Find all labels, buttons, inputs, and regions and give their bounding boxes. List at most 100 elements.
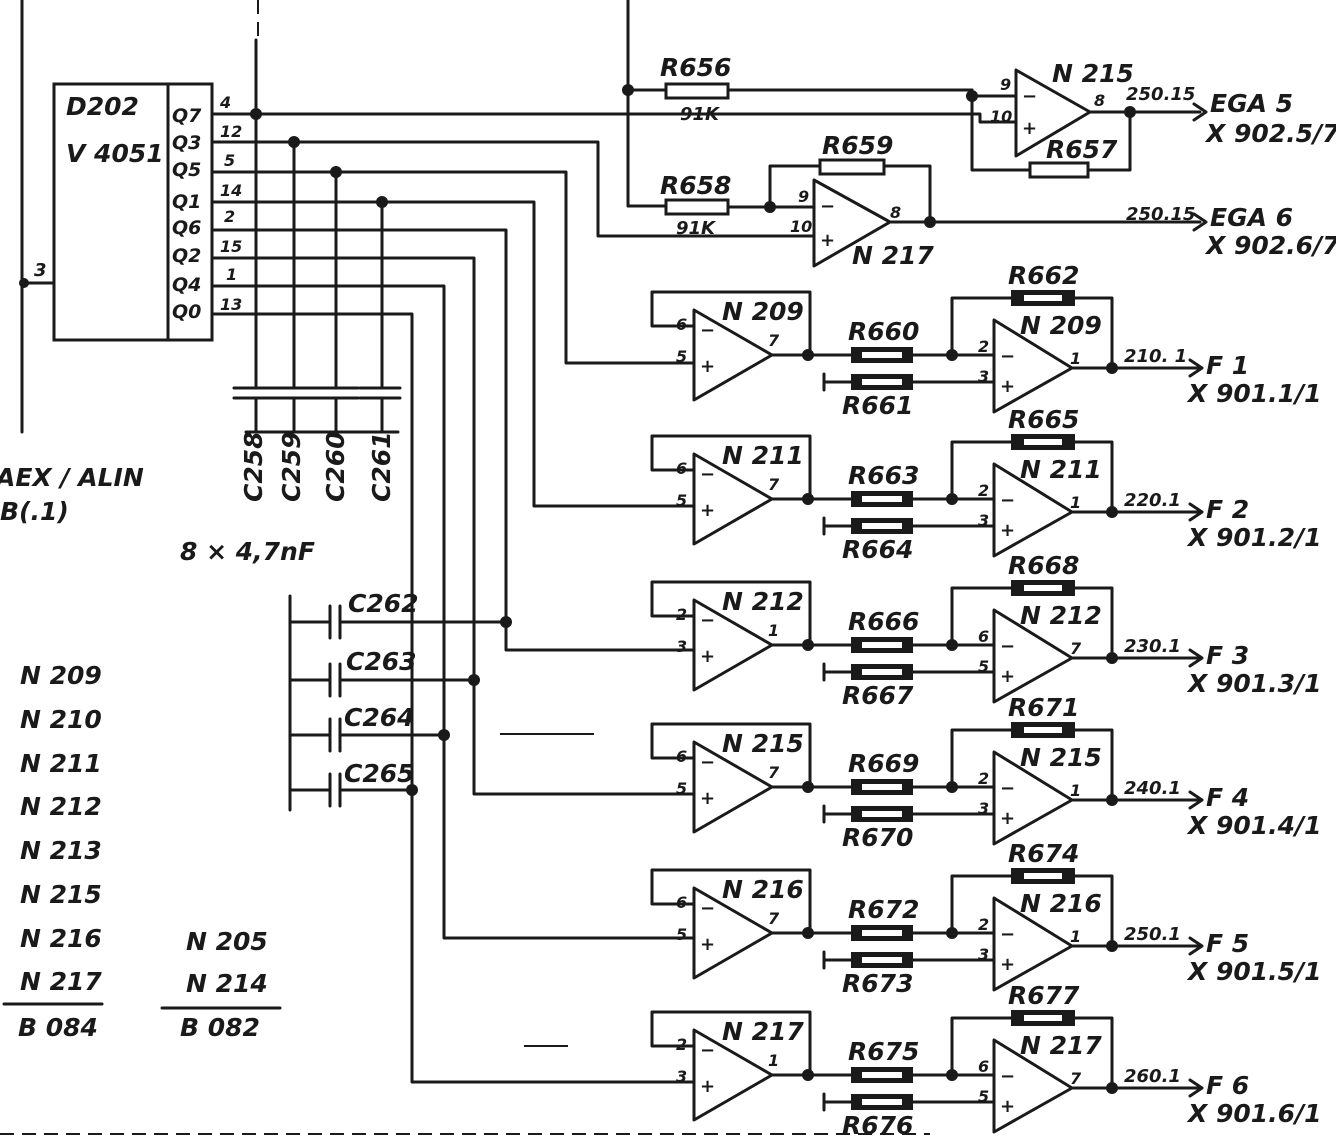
- hold-capacitors: C258 C259 C260 C261 8 × 4,7nF: [180, 112, 402, 566]
- ground-resistor-label: R667: [842, 681, 914, 710]
- buffer-label: N 209: [722, 297, 804, 326]
- legend-n211: N 211: [20, 749, 102, 778]
- buffer-pos-pin: 5: [676, 347, 687, 366]
- output-net-label: 250.1: [1124, 924, 1181, 945]
- junction-dot: [802, 639, 814, 651]
- junction-dot: [802, 349, 814, 361]
- n217-top-pos-pin: 10: [790, 217, 812, 236]
- legend-b084: B 084: [18, 1013, 98, 1042]
- buffer-out-pin: 7: [768, 909, 780, 928]
- buffer-pos-pin: 3: [676, 1067, 687, 1086]
- legend-b082: B 082: [180, 1013, 260, 1042]
- connector-label: X 901.3/1: [1186, 669, 1322, 698]
- series-resistor-label: R660: [848, 317, 919, 346]
- buffer-out-pin: 7: [768, 475, 780, 494]
- buffer-out-pin: 7: [768, 331, 780, 350]
- amplifier-opamp: [992, 1038, 1074, 1134]
- d202-outputs: Q7 Q3 Q5 Q1 Q6 Q2 Q4 Q0 4 12 5 14 2 15 1…: [172, 38, 1018, 1084]
- input-net-label: AEX / ALIN: [0, 463, 144, 492]
- q4-pin: 1: [226, 265, 237, 284]
- output-label: F 4: [1206, 783, 1249, 812]
- output-label: F 2: [1206, 495, 1249, 524]
- connector-label: X 901.4/1: [1186, 811, 1322, 840]
- output-net-label: 230.1: [1124, 636, 1181, 657]
- junction-dot: [802, 493, 814, 505]
- q4-label: Q4: [172, 274, 201, 296]
- feedback-resistor-label: R662: [1008, 261, 1079, 290]
- svg-text:−: −: [1000, 490, 1015, 511]
- c259-label: C259: [277, 431, 306, 502]
- amp-out-pin: 1: [1070, 349, 1081, 368]
- q1-label: Q1: [172, 191, 201, 213]
- buffer-label: N 216: [722, 875, 804, 904]
- junction-dot: [802, 927, 814, 939]
- q6-label: Q6: [172, 217, 201, 239]
- svg-text:+: +: [700, 1076, 715, 1097]
- q7-label: Q7: [172, 105, 202, 127]
- svg-text:−: −: [1000, 1066, 1015, 1087]
- output-label: F 1: [1206, 351, 1249, 380]
- buffer-neg-pin: 6: [676, 747, 687, 766]
- input-net-ref: B(.1): [0, 497, 69, 526]
- q6-pin: 2: [224, 207, 235, 226]
- svg-text:−: −: [1000, 346, 1015, 367]
- amp-out-pin: 1: [1070, 781, 1081, 800]
- svg-text:+: +: [1022, 118, 1037, 139]
- amp-out-pin: 1: [1070, 493, 1081, 512]
- buffer-opamp: [692, 308, 774, 402]
- q3-pin: 12: [220, 122, 242, 141]
- series-resistor-label: R669: [848, 749, 919, 778]
- n217-top-out-pin: 8: [890, 203, 901, 222]
- svg-text:−: −: [1000, 778, 1015, 799]
- svg-text:+: +: [700, 500, 715, 521]
- junction-dot: [1106, 794, 1118, 806]
- junction-dot: [1106, 940, 1118, 952]
- buffer-neg-pin: 6: [676, 315, 687, 334]
- feedback-resistor-label: R674: [1008, 839, 1079, 868]
- top-stages: R656 91K − + 9 10 8 N 215 R657 250.15 EG…: [622, 0, 1336, 270]
- ground-resistor-label: R676: [842, 1111, 913, 1140]
- amp-pos-pin: 3: [978, 511, 989, 530]
- x902-5-label: X 902.5/7: [1204, 119, 1336, 148]
- buffer-neg-pin: 6: [676, 893, 687, 912]
- output-label: F 5: [1206, 929, 1249, 958]
- junction-dot: [1106, 362, 1118, 374]
- buffer-opamp: [692, 886, 774, 980]
- amp-label: N 211: [1020, 455, 1102, 484]
- amplifier-opamp: [992, 462, 1074, 558]
- buffer-pos-pin: 5: [676, 491, 687, 510]
- buffer-opamp: [692, 1028, 774, 1122]
- amp-label: N 215: [1020, 743, 1102, 772]
- svg-text:+: +: [820, 230, 835, 251]
- amp-neg-pin: 2: [978, 337, 989, 356]
- output-net-label: 210. 1: [1124, 346, 1187, 367]
- junction-dot: [802, 1069, 814, 1081]
- buffer-label: N 212: [722, 587, 804, 616]
- svg-text:−: −: [700, 898, 715, 919]
- amplifier-opamp: [992, 750, 1074, 846]
- r659-label: R659: [822, 131, 893, 160]
- svg-text:+: +: [700, 934, 715, 955]
- r657-label: R657: [1046, 135, 1118, 164]
- x902-6-label: X 902.6/7: [1204, 231, 1336, 260]
- output-label: F 6: [1206, 1071, 1249, 1100]
- svg-text:+: +: [1000, 520, 1015, 541]
- c262-label: C262: [348, 589, 419, 618]
- ega5-label: EGA 5: [1210, 89, 1293, 118]
- q5-label: Q5: [172, 159, 201, 181]
- feedback-resistor-label: R671: [1008, 693, 1079, 722]
- buffer-neg-pin: 2: [676, 605, 687, 624]
- n215-top-out-pin: 8: [1094, 91, 1105, 110]
- q0-label: Q0: [172, 301, 201, 323]
- c260-label: C260: [321, 431, 350, 502]
- svg-text:+: +: [1000, 808, 1015, 829]
- connector-label: X 901.1/1: [1186, 379, 1322, 408]
- buffer-label: N 215: [722, 729, 804, 758]
- legend-n215: N 215: [20, 880, 102, 909]
- series-resistor-label: R675: [848, 1037, 919, 1066]
- legend-n216: N 216: [20, 924, 102, 953]
- svg-text:−: −: [1022, 86, 1037, 107]
